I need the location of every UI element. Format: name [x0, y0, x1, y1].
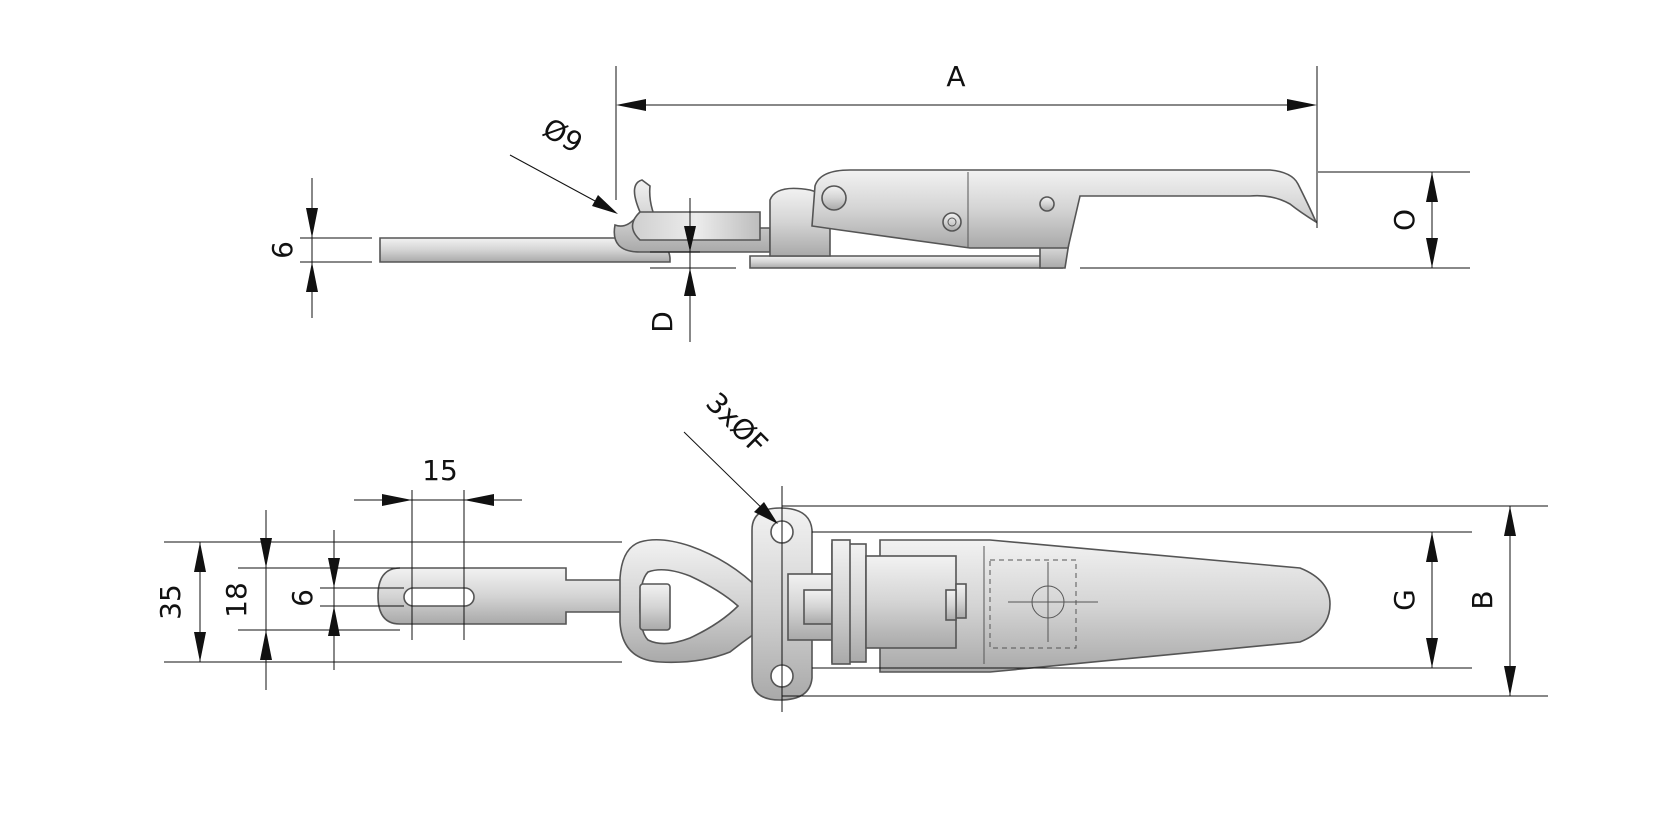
dimension-b: B: [782, 505, 1548, 697]
dimension-3xf: 3xØF: [683, 386, 778, 524]
top-view: 3xØF 15 35 18: [154, 386, 1548, 712]
lever-top: [879, 539, 1331, 673]
base-plate-side: [749, 255, 1063, 269]
side-view: A Ø9 6 D: [266, 60, 1470, 342]
dimension-6-bottom: 6: [286, 530, 404, 670]
keeper-plate-top: [377, 567, 623, 625]
ring-bar: [639, 583, 671, 631]
dimension-dia9: Ø9: [509, 112, 618, 214]
dimension-d: D: [646, 198, 736, 342]
dimension-g: G: [812, 531, 1472, 669]
dimension-a: A: [615, 60, 1318, 228]
label-g: G: [1388, 589, 1421, 611]
label-a: A: [946, 60, 965, 93]
lever-side: [811, 169, 1318, 249]
pivot-side: [821, 185, 847, 211]
label-o: O: [1388, 209, 1421, 231]
label-six-top: 6: [266, 241, 299, 259]
keeper-slot: [403, 587, 475, 607]
label-dia9: Ø9: [537, 112, 588, 161]
dimension-35: 35: [154, 541, 622, 663]
dimension-18: 18: [220, 510, 400, 690]
dimension-15: 15: [354, 454, 522, 640]
label-thirtyfive: 35: [154, 584, 187, 620]
label-fifteen: 15: [422, 454, 458, 487]
label-b: B: [1466, 590, 1499, 609]
dimension-6-top: 6: [266, 178, 372, 318]
label-d: D: [646, 311, 679, 333]
label-eighteen: 18: [220, 582, 253, 618]
label-holes: 3xØF: [699, 386, 774, 461]
dimension-o: O: [1080, 171, 1470, 269]
pin-rod-side: [631, 211, 761, 241]
label-six-bottom: 6: [286, 589, 319, 607]
